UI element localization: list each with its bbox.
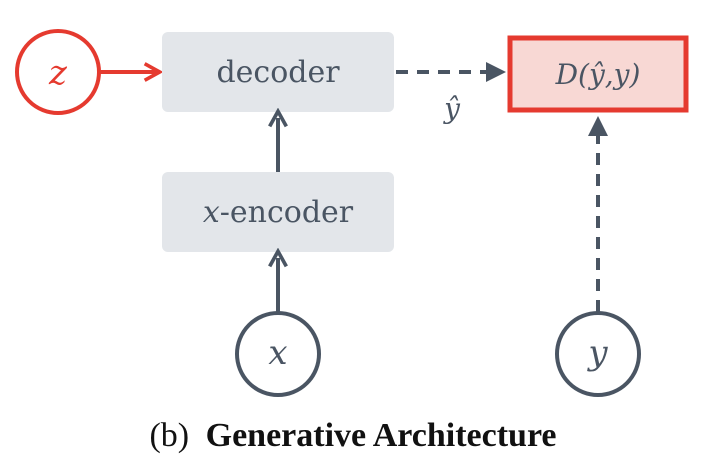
svg-text:x-encoder: x-encoder (203, 195, 354, 230)
distance-box: D(ŷ,y) (507, 35, 689, 113)
x-encoder-var-label: x (203, 195, 220, 230)
z-latent-node: z (15, 29, 101, 115)
y-hat-label: ŷ (442, 92, 461, 125)
caption-title: Generative Architecture (206, 417, 557, 454)
caption-prefix: (b) (149, 417, 189, 454)
y-target-node: y (555, 311, 641, 397)
distance-label: D(ŷ,y) (555, 58, 641, 91)
figure-caption: (b) Generative Architecture (149, 417, 556, 454)
decoder-label: decoder (216, 55, 340, 90)
x-input-node: x (235, 311, 321, 397)
decoder-box: decoder (162, 32, 394, 112)
z-label: z (48, 53, 68, 93)
y-label: y (586, 333, 608, 373)
x-label: x (268, 333, 287, 373)
x-encoder-label: -encoder (220, 195, 354, 230)
x-encoder-box: x-encoder (162, 172, 394, 252)
